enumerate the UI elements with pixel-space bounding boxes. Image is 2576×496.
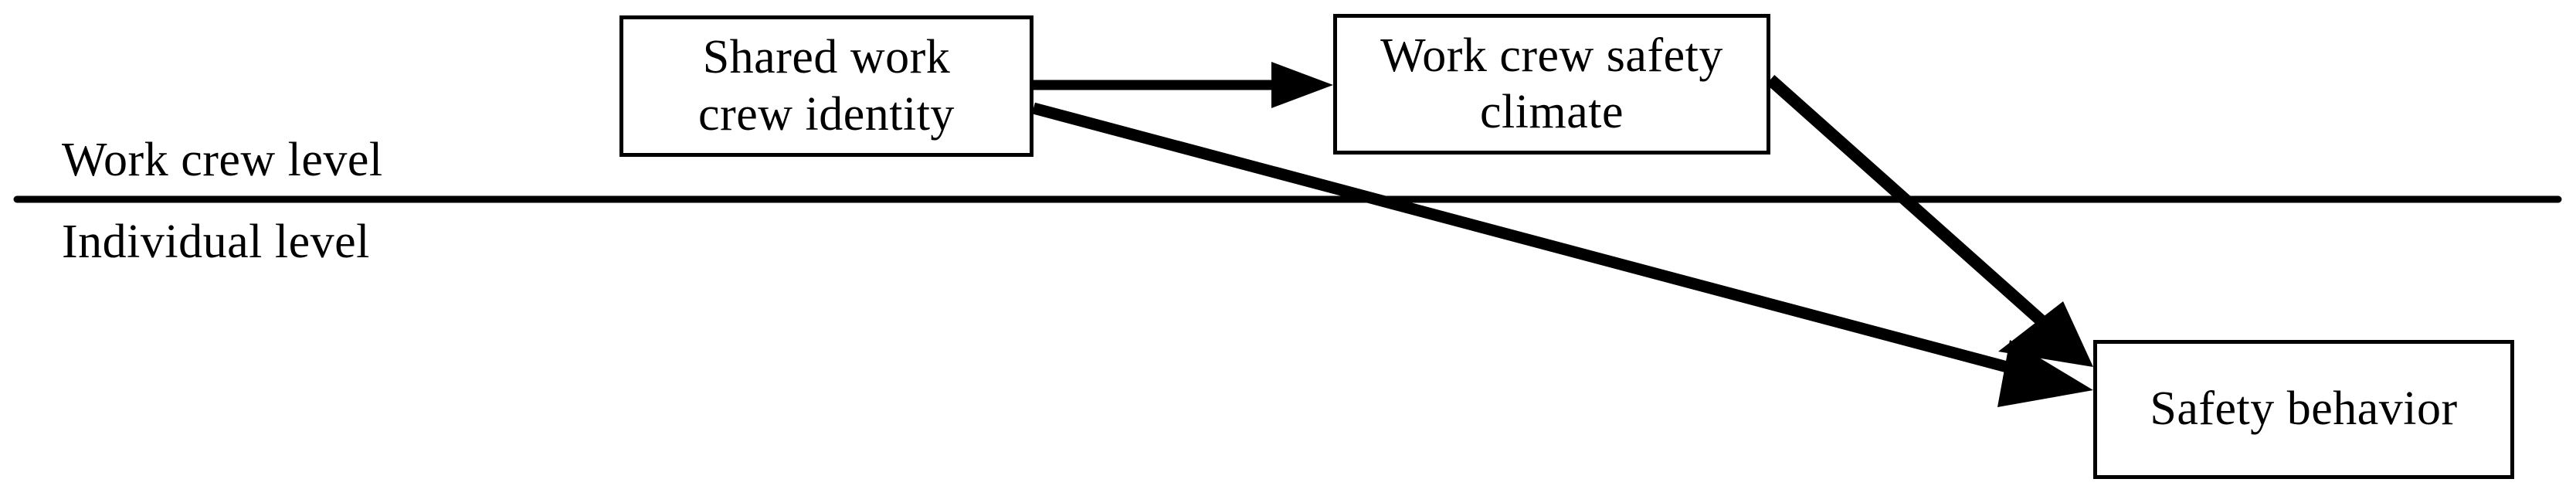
node-line-2: crew identity <box>698 87 955 141</box>
node-line-1: Work crew safety <box>1380 29 1723 82</box>
node-line-1: Shared work <box>702 31 951 84</box>
edge-identity-to-climate <box>1033 62 1333 108</box>
node-shared-work-crew-identity[interactable]: Shared work crew identity <box>619 15 1033 157</box>
edge-identity-to-safety-behavior <box>1032 102 2093 407</box>
node-safety-behavior[interactable]: Safety behavior <box>2093 340 2514 479</box>
node-label-work-crew-safety-climate: Work crew safety climate <box>1369 28 1734 141</box>
node-label-shared-work-crew-identity: Shared work crew identity <box>687 29 966 142</box>
edge-climate-to-safety-behavior <box>1766 75 2093 367</box>
level-label-individual: Individual level <box>62 216 370 268</box>
node-work-crew-safety-climate[interactable]: Work crew safety climate <box>1333 14 1770 155</box>
node-line-2: climate <box>1480 86 1624 138</box>
level-label-work-crew: Work crew level <box>62 134 383 186</box>
node-label-safety-behavior: Safety behavior <box>2150 382 2458 436</box>
